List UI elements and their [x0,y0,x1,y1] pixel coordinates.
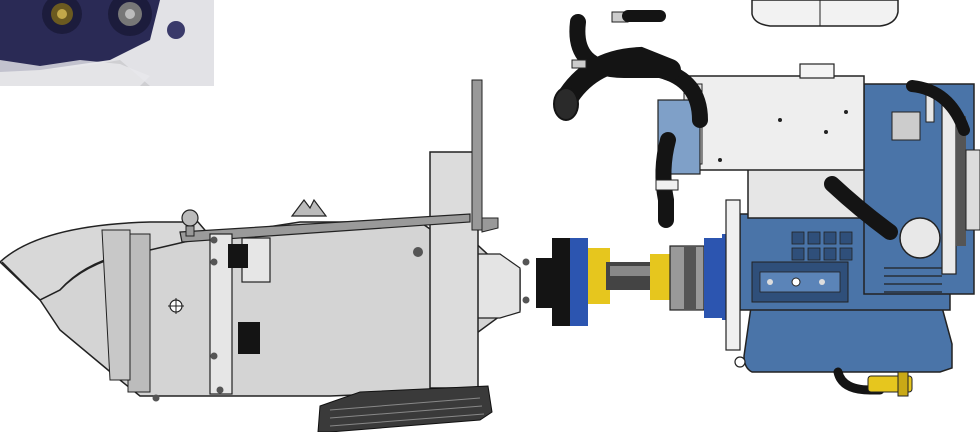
tank-fragment [751,0,899,27]
drive-coupling [536,234,732,326]
coolant-hoses [553,10,970,240]
jet-drive-housing [0,79,530,432]
cooling-fins [884,267,942,293]
block-grid [791,231,853,261]
photo-inset [0,0,214,86]
